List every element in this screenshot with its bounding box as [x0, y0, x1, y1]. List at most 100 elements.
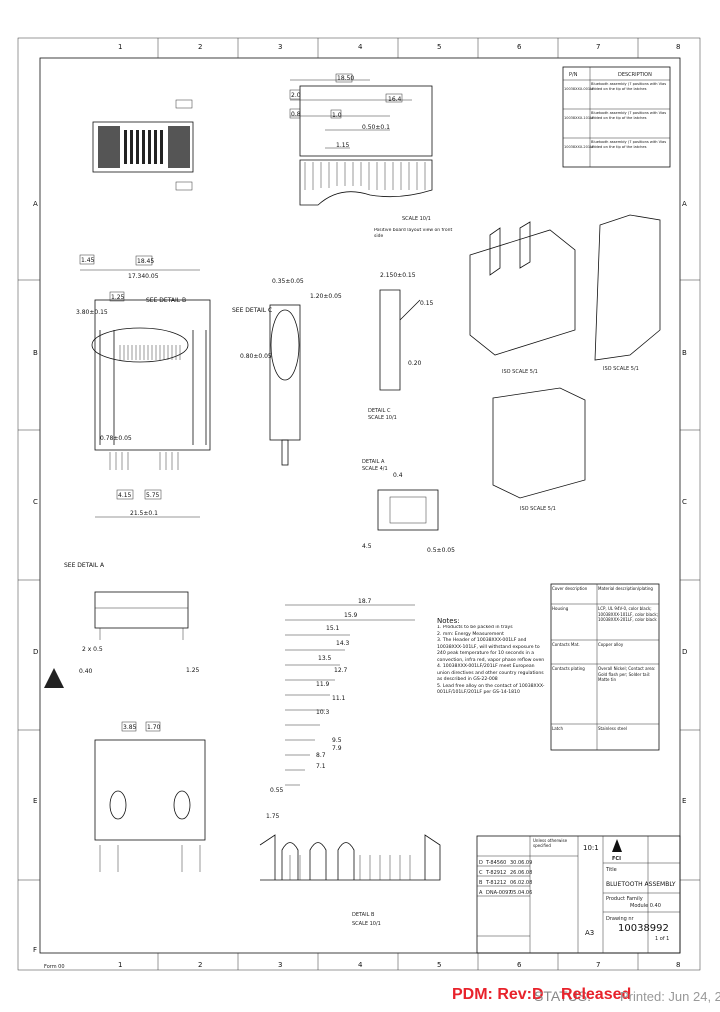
- note-item: 5. Lead free alloy on the contact of 100…: [437, 683, 545, 696]
- detail-c-label: DETAIL C: [368, 408, 391, 414]
- grid-row: F: [33, 946, 37, 954]
- grid-col: 1: [118, 961, 122, 969]
- drawing-frame: [39, 57, 681, 954]
- dim-label: 11.9: [316, 681, 330, 688]
- material-item: Contacts Mat.: [552, 642, 580, 647]
- dim-label: 2 x 0.5: [82, 646, 103, 653]
- dim-label: 1.20±0.05: [310, 293, 342, 300]
- status-label: STATUS:: [534, 988, 592, 1004]
- desc-cell: Bluetooth assembly (7 positions with Via…: [591, 82, 667, 91]
- bottom-left-view-2: 3.85 1.70: [94, 721, 206, 872]
- grid-col: 5: [437, 961, 441, 969]
- grid-row: A: [33, 200, 38, 208]
- rev-date: 30.06.09: [510, 860, 532, 866]
- product-family-label: Product Family: [606, 896, 643, 902]
- iso-views: ISO SCALE 5/1 ISO SCALE 5/1 ISO SCALE 5/…: [469, 214, 661, 512]
- rev-letter: A: [479, 890, 483, 896]
- notes-block: Notes: 1. Products to be packed in trays…: [437, 617, 545, 696]
- section-b-scale: SCALE 10/1: [352, 921, 381, 927]
- rev-ecn: DNA-0097: [486, 890, 511, 896]
- dim-label: 0.35±0.05: [272, 278, 304, 285]
- dim-label: 21.5±0.1: [130, 510, 158, 517]
- scale-value: 10:1: [583, 844, 599, 852]
- side-view: 0.35±0.05 1.20±0.05 0.80±0.05 SEE DETAIL…: [232, 278, 342, 466]
- grid-row: C: [682, 498, 687, 506]
- dim-label: 3.80±0.15: [76, 309, 108, 316]
- grid-col: 8: [676, 961, 680, 969]
- note-item: 2. mm: Energy Measurement: [437, 631, 504, 637]
- rev-letter: B: [479, 880, 483, 886]
- see-detail-c: SEE DETAIL C: [232, 307, 272, 314]
- top-view-small: [92, 99, 194, 191]
- rev-ecn: T-81212: [485, 880, 506, 886]
- iso-label: ISO SCALE 5/1: [502, 369, 538, 375]
- pn-cell: 10038XXX-201LF: [564, 145, 594, 149]
- dim-label: 1.25: [186, 667, 200, 674]
- rev-letter: D: [479, 860, 483, 866]
- material-item: Contacts plating: [552, 666, 585, 671]
- note-item: 1. Products to be packed in trays: [437, 625, 513, 630]
- pn-table: P/N DESCRIPTION 10038XXX-001LF 10038XXX-…: [562, 66, 671, 168]
- pn-header: P/N: [569, 72, 578, 78]
- iso-label: ISO SCALE 5/1: [520, 506, 556, 512]
- dim-label: 8.7: [316, 752, 326, 759]
- dim-label: 18.7: [358, 598, 372, 605]
- dim-label: 14.3: [336, 640, 350, 647]
- grid-row: D: [682, 648, 687, 656]
- grid-col: 3: [278, 43, 282, 51]
- dim-label: 15.1: [326, 625, 340, 632]
- dim-label: 1.25: [111, 294, 125, 301]
- section-b-label: DETAIL B: [352, 912, 375, 918]
- rev-letter: C: [479, 870, 483, 876]
- column-labels-bottom: 1 2 3 4 5 6 7 8: [118, 961, 680, 969]
- column-labels-top: 1 2 3 4 5 6 7 8: [118, 43, 680, 51]
- grid-col: 6: [517, 961, 522, 969]
- grid-col: 4: [358, 43, 363, 51]
- rev-ecn: T-84560: [485, 860, 506, 866]
- dim-label: 0.50±0.1: [362, 124, 390, 131]
- material-value: Stainless steel: [598, 726, 627, 731]
- grid-row: C: [33, 498, 38, 506]
- dim-label: 11.1: [332, 695, 346, 702]
- form-label: Form 00: [44, 964, 65, 970]
- dim-label: 0.20: [408, 360, 422, 367]
- material-item: Latch: [552, 726, 563, 731]
- grid-row: B: [33, 349, 38, 357]
- dim-label: 0.40: [79, 668, 93, 675]
- sheet-number: 1 of 1: [655, 936, 669, 942]
- dim-label: 0.80±0.05: [240, 353, 272, 360]
- dim-label: 13.5: [318, 655, 332, 662]
- fci-logo-icon: [612, 839, 622, 852]
- detail-a-label: DETAIL A: [362, 459, 385, 465]
- see-detail-a: SEE DETAIL A: [64, 562, 105, 569]
- dim-label: 2.150±0.15: [380, 272, 416, 279]
- status-bar: PDM: Rev:D STATUS: Released Printed: Jun…: [0, 982, 720, 1010]
- note-item: 3. The Header of 10038XXX-001LF and 1003…: [437, 638, 545, 663]
- pdm-revision: PDM: Rev:D: [452, 986, 544, 1003]
- dim-label: 3.85: [123, 724, 137, 731]
- material-value: Material description/plating: [598, 586, 653, 591]
- detail-a-view: DETAIL A SCALE 4/1 0.4 4.5 0.5±0.05: [362, 459, 455, 554]
- notes-title: Notes:: [437, 617, 460, 625]
- dim-label: 4.5: [362, 543, 372, 550]
- rev-ecn: T-82912: [485, 870, 506, 876]
- dim-label: 17.340.05: [128, 273, 159, 280]
- dim-label: 1.15: [336, 142, 350, 149]
- grid-col: 4: [358, 961, 363, 969]
- grid-row: B: [682, 349, 687, 357]
- dim-label: 1.75: [266, 813, 280, 820]
- dim-label: 18.50: [337, 75, 354, 82]
- detail-a-scale: SCALE 4/1: [362, 466, 388, 472]
- drawing-number-label: Drawing nr: [606, 916, 635, 922]
- rev-date: 26.06.08: [510, 870, 532, 876]
- dim-label: 16.4: [388, 96, 402, 103]
- grid-col: 7: [596, 43, 600, 51]
- drawing-title: BLUETOOTH ASSEMBLY: [606, 881, 676, 888]
- section-b-view: 18.7 15.9 15.1 14.3 13.5 12.7 11.9 11.1 …: [259, 598, 441, 927]
- front-view: 1.45 18.45 17.340.05 3.80±0.15 1.25 0.78…: [76, 254, 211, 518]
- note-item: 4. 10038XXX-001LF/201LF meet European un…: [437, 664, 544, 682]
- grid-col: 5: [437, 43, 441, 51]
- material-value: Overall Nickel; Contact area: Gold flash…: [598, 666, 656, 682]
- row-labels-left: A B C D E F: [33, 200, 38, 954]
